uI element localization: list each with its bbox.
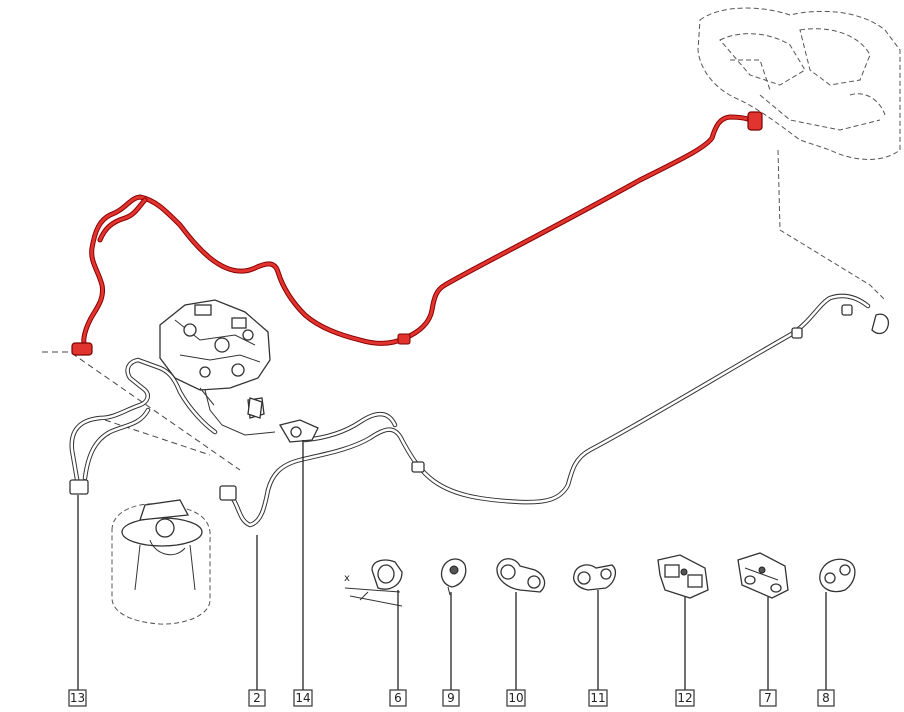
callout-6: 6 — [389, 689, 407, 707]
callout-9: 9 — [442, 689, 460, 707]
injection-pump — [159, 299, 276, 436]
leader-lines — [77, 440, 827, 690]
callout-label: 12 — [677, 691, 692, 705]
callout-2: 2 — [248, 689, 266, 707]
callout-label: 11 — [590, 691, 605, 705]
callout-label: 9 — [447, 691, 455, 705]
callout-label: 7 — [764, 691, 772, 705]
clip-10-drawing — [496, 558, 546, 593]
callout-7: 7 — [759, 689, 777, 707]
callout-label: 13 — [70, 691, 85, 705]
clip-6-drawing: x — [344, 559, 403, 607]
clip-9-drawing — [440, 558, 467, 596]
callout-8: 8 — [817, 689, 835, 707]
callout-14: 14 — [293, 689, 313, 707]
clip-8-drawing — [819, 558, 856, 593]
clip-parts: x — [344, 552, 856, 607]
reference-dashes — [42, 351, 241, 471]
callout-12: 12 — [675, 689, 695, 707]
callout-13: 13 — [68, 689, 87, 707]
clip-dimension-label: x — [344, 573, 350, 584]
return-pipes — [69, 293, 890, 528]
clip-11-drawing — [572, 564, 617, 591]
callout-11: 11 — [588, 689, 608, 707]
engine-outline-ghost — [697, 7, 901, 301]
callout-label: 2 — [253, 691, 261, 705]
callout-label: 14 — [295, 691, 310, 705]
clip-7-drawing — [737, 552, 789, 599]
callout-label: 10 — [508, 691, 523, 705]
callout-10: 10 — [506, 689, 526, 707]
fuel-filter — [111, 499, 211, 625]
callout-label: 8 — [822, 691, 830, 705]
highlighted-fuel-pipe — [71, 111, 763, 356]
callout-label: 6 — [394, 691, 402, 705]
clip-12-drawing — [657, 554, 709, 599]
